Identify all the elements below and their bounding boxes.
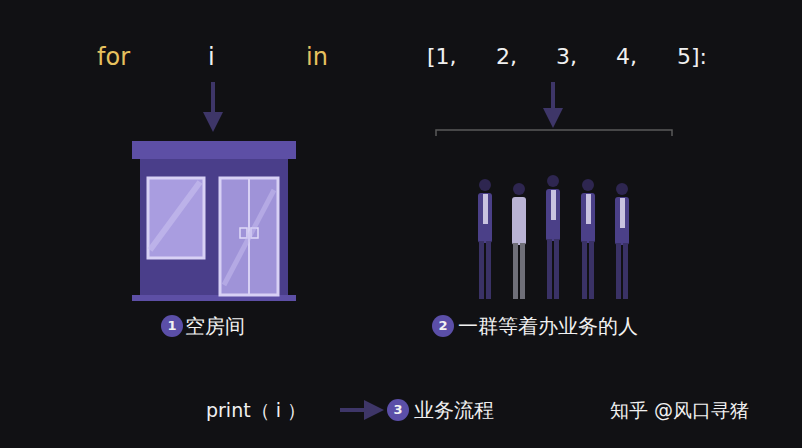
figure-caption: 一群等着办业务的人: [458, 314, 638, 338]
list-item: 4,: [616, 44, 637, 70]
list-item: 3,: [556, 44, 577, 70]
list-item: 5]:: [677, 44, 707, 70]
watermark: 知乎 @风口寻猪: [610, 399, 749, 422]
code-variable: i: [208, 43, 215, 72]
callout-digit: 2: [438, 318, 447, 334]
callout-digit: 3: [393, 402, 402, 418]
step-caption: 业务流程: [414, 398, 494, 422]
group-bracket: [436, 130, 672, 136]
people-queue: [478, 175, 629, 299]
list-item: [1,: [427, 44, 457, 70]
room-building: [132, 141, 296, 301]
callout-number: 1: [161, 315, 183, 337]
code-statement: print（ i ）: [206, 399, 306, 422]
pointer-arrow: [551, 82, 555, 124]
list-item: 2,: [496, 44, 517, 70]
room-figure: 空房间: [132, 140, 297, 300]
callout-number: 2: [432, 315, 454, 337]
pointer-arrow: [211, 82, 215, 128]
callout-digit: 1: [167, 318, 176, 334]
callout-number: 3: [387, 399, 409, 421]
figure-caption: 空房间: [185, 314, 245, 338]
code-keyword: in: [306, 43, 328, 72]
code-keyword: for: [97, 43, 130, 72]
flow-arrow: [340, 408, 380, 412]
people-group: 一群等着办业务的人: [435, 130, 675, 302]
